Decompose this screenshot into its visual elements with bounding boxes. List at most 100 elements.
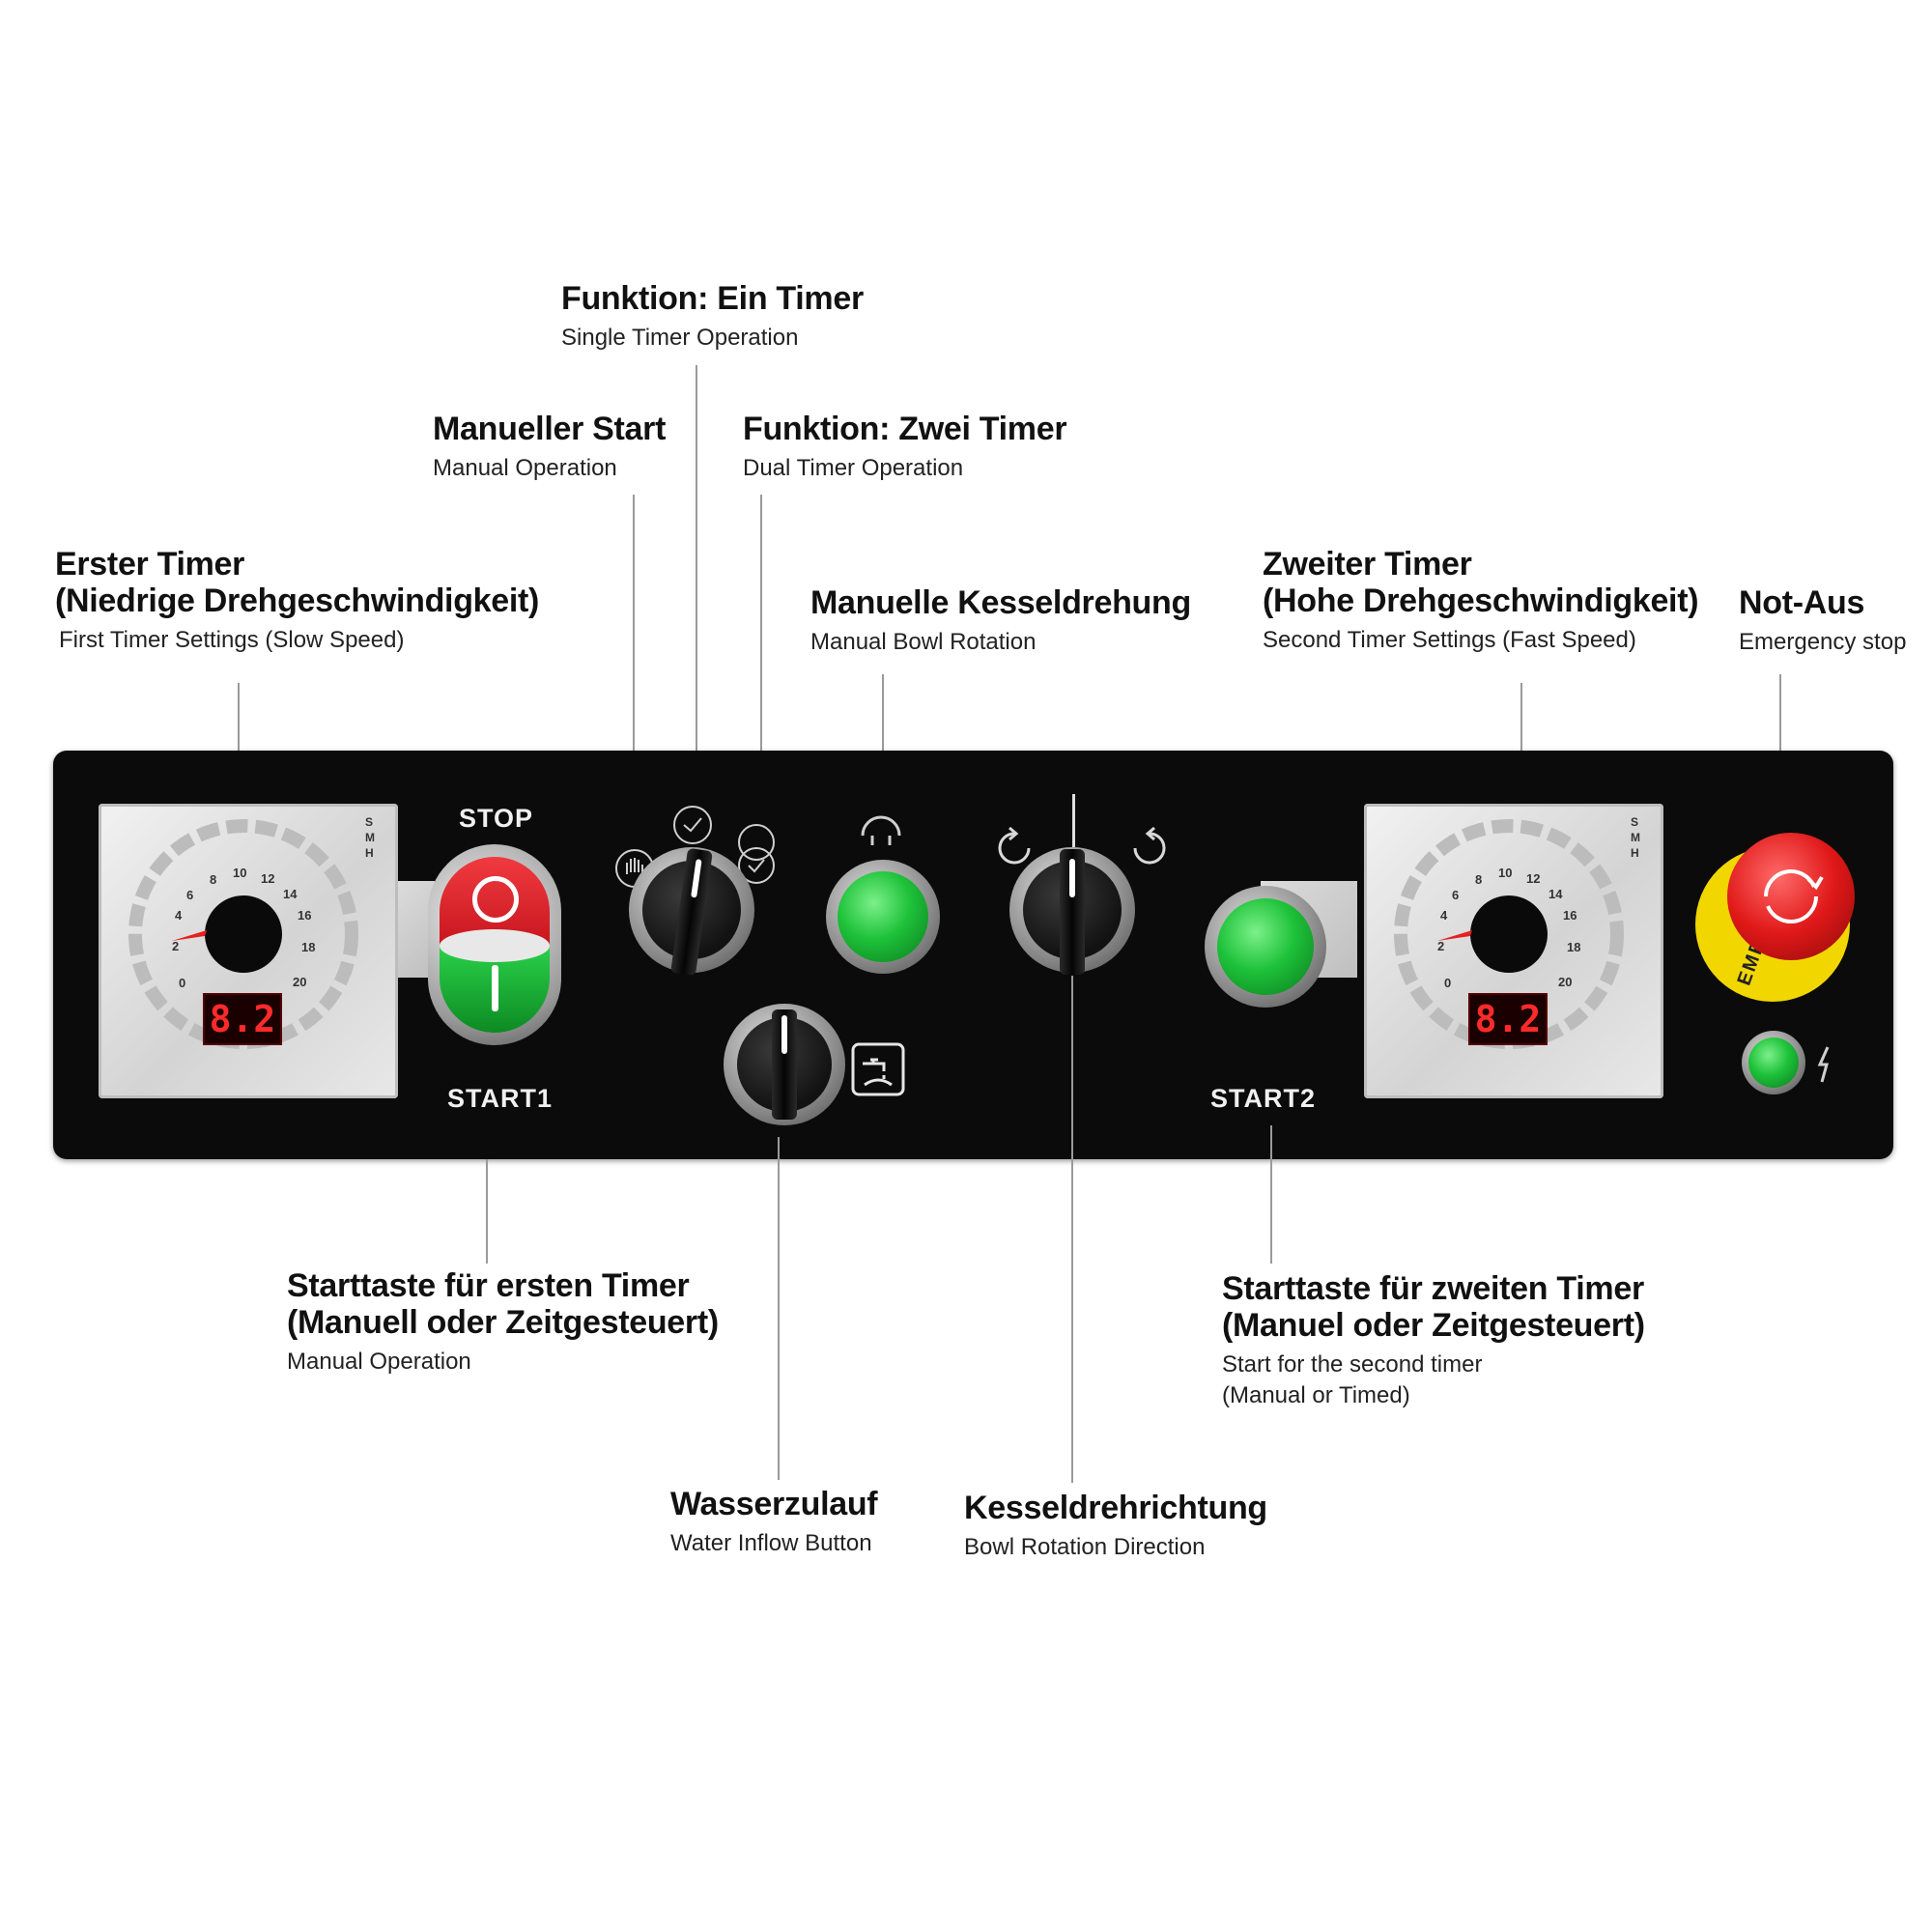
timer1-dial-12: 12	[261, 871, 275, 886]
callout-manual-start: Manueller Start Manual Operation	[433, 411, 666, 484]
start1-label: START1	[447, 1084, 554, 1113]
timer1-speed-m: M	[365, 831, 375, 844]
stop-circle-icon	[472, 876, 519, 923]
callout-second-timer-subtitle: Second Timer Settings (Fast Speed)	[1263, 627, 1636, 653]
leader-manual-bowl	[882, 674, 884, 795]
mode-selector-knob[interactable]	[642, 847, 741, 977]
timer1-dial-20: 20	[293, 975, 307, 989]
callout-dual-timer-title: Funktion: Zwei Timer	[743, 411, 1067, 447]
water-knob-grip	[772, 1009, 797, 1120]
timer2-speed-s: S	[1631, 815, 1639, 829]
manual-bowl-rotation-button[interactable]	[838, 871, 928, 962]
callout-first-timer-subtitle: First Timer Settings (Slow Speed)	[59, 627, 405, 653]
callout-second-timer-title-2: (Hohe Drehgeschwindigkeit)	[1263, 582, 1699, 619]
start2-label: START2	[1210, 1084, 1317, 1113]
callout-single-timer-title: Funktion: Ein Timer	[561, 280, 864, 317]
callout-emergency-title: Not-Aus	[1739, 584, 1865, 621]
callout-start-second-subtitle-1: Start for the second timer	[1222, 1351, 1483, 1378]
emergency-stop-button[interactable]	[1727, 833, 1855, 960]
callout-dual-timer-subtitle: Dual Timer Operation	[743, 455, 964, 481]
leader-dual-timer	[760, 495, 762, 804]
timer1-dial[interactable]	[99, 804, 398, 1098]
timer1-dial-0: 0	[179, 976, 186, 990]
manual-bowl-rotation-icon	[861, 815, 901, 845]
timer1-dial-18: 18	[301, 940, 316, 954]
timer2-dial-16: 16	[1563, 908, 1577, 923]
water-tap-icon	[851, 1042, 905, 1096]
callout-manual-bowl-title: Manuelle Kesseldrehung	[810, 584, 1191, 621]
clock-dual-icon	[738, 824, 775, 884]
direction-knob-indicator	[1069, 859, 1075, 897]
timer2-dial-6: 6	[1452, 888, 1460, 902]
callout-start-first-title-1: Starttaste für ersten Timer	[287, 1267, 690, 1304]
callout-water-title: Wasserzulauf	[670, 1486, 878, 1522]
control-panel: S M H 0 2 4 6 8 10 12 14 16 18 20 8.2 ST…	[53, 751, 1893, 1159]
callout-dual-timer: Funktion: Zwei Timer Dual Timer Operatio…	[743, 411, 1067, 484]
callout-manual-start-subtitle: Manual Operation	[433, 455, 617, 481]
timer1-plate: S M H 0 2 4 6 8 10 12 14 16 18 20 8.2	[99, 804, 398, 1098]
callout-single-timer: Funktion: Ein Timer Single Timer Operati…	[561, 280, 864, 354]
timer1-dial-14: 14	[283, 887, 298, 901]
mode-selector-grip	[670, 847, 713, 977]
callout-start-second-title-1: Starttaste für zweiten Timer	[1222, 1270, 1644, 1307]
timer2-dial-20: 20	[1558, 975, 1573, 989]
timer2-dial-0: 0	[1444, 976, 1452, 990]
callout-first-timer: Erster Timer (Niedrige Drehgeschwindigke…	[55, 546, 539, 656]
callout-manual-bowl: Manuelle Kesseldrehung Manual Bowl Rotat…	[810, 584, 1191, 658]
timer1-dial-2: 2	[172, 939, 180, 953]
leader-start-second	[1270, 1125, 1272, 1264]
lightning-icon	[1817, 1046, 1830, 1083]
start1-bar-icon	[492, 965, 498, 1011]
callout-start-first: Starttaste für ersten Timer (Manuell ode…	[287, 1267, 719, 1378]
direction-knob-grip	[1060, 849, 1085, 975]
timer2-speed-m: M	[1631, 831, 1640, 844]
timer1-dial-4: 4	[175, 908, 183, 923]
timer1-dial-16: 16	[298, 908, 312, 923]
start2-button[interactable]	[1217, 898, 1314, 995]
stop-start1-divider	[440, 929, 550, 962]
leader-single-timer	[696, 365, 697, 792]
timer2-dial-18: 18	[1567, 940, 1581, 954]
mode-selector-indicator	[691, 859, 702, 898]
leader-second-timer	[1520, 683, 1522, 792]
callout-water-subtitle: Water Inflow Button	[670, 1530, 872, 1556]
callout-second-timer-title-1: Zweiter Timer	[1263, 546, 1472, 582]
water-knob-indicator	[781, 1015, 787, 1054]
callout-first-timer-title-1: Erster Timer	[55, 546, 245, 582]
callout-second-timer: Zweiter Timer (Hohe Drehgeschwindigkeit)…	[1263, 546, 1699, 656]
callout-direction-subtitle: Bowl Rotation Direction	[964, 1534, 1206, 1560]
timer1-dial-6: 6	[186, 888, 194, 902]
direction-center-mark	[1072, 794, 1075, 847]
callout-start-second: Starttaste für zweiten Timer (Manuel ode…	[1222, 1270, 1645, 1411]
emergency-rotate-icon	[1764, 869, 1824, 923]
leader-water	[778, 1137, 780, 1480]
callout-single-timer-subtitle: Single Timer Operation	[561, 325, 799, 351]
callout-manual-start-title: Manueller Start	[433, 411, 667, 447]
timer2-dial-2: 2	[1437, 939, 1445, 953]
leader-first-timer	[238, 683, 240, 792]
callout-direction-title: Kesseldrehrichtung	[964, 1490, 1267, 1526]
callout-start-first-subtitle: Manual Operation	[287, 1349, 471, 1375]
timer2-dial-14: 14	[1548, 887, 1563, 901]
rotate-cw-icon	[1133, 826, 1166, 865]
callout-direction: Kesseldrehrichtung Bowl Rotation Directi…	[964, 1490, 1267, 1563]
timer2-dial-8: 8	[1475, 872, 1483, 887]
timer2-dial-12: 12	[1526, 871, 1541, 886]
timer2-dial-10: 10	[1498, 866, 1513, 880]
timer2-plate: S M H 0 2 4 6 8 10 12 14 16 18 20 8.2	[1364, 804, 1663, 1098]
callout-start-second-title-2: (Manuel oder Zeitgesteuert)	[1222, 1307, 1645, 1344]
leader-manual-start	[633, 495, 635, 828]
bowl-direction-knob[interactable]	[1023, 849, 1122, 975]
timer2-display: 8.2	[1468, 993, 1548, 1045]
timer1-display: 8.2	[203, 993, 282, 1045]
rotate-ccw-icon	[998, 826, 1031, 865]
timer2-dial[interactable]	[1364, 804, 1663, 1098]
callout-water: Wasserzulauf Water Inflow Button	[670, 1486, 878, 1559]
timer1-speed-h: H	[365, 846, 374, 860]
timer1-dial-10: 10	[233, 866, 247, 880]
power-indicator-light	[1748, 1037, 1799, 1088]
leader-start-first	[486, 1159, 488, 1264]
water-inflow-knob[interactable]	[737, 1009, 832, 1120]
timer1-speed-s: S	[365, 815, 374, 829]
leader-direction	[1071, 976, 1073, 1483]
